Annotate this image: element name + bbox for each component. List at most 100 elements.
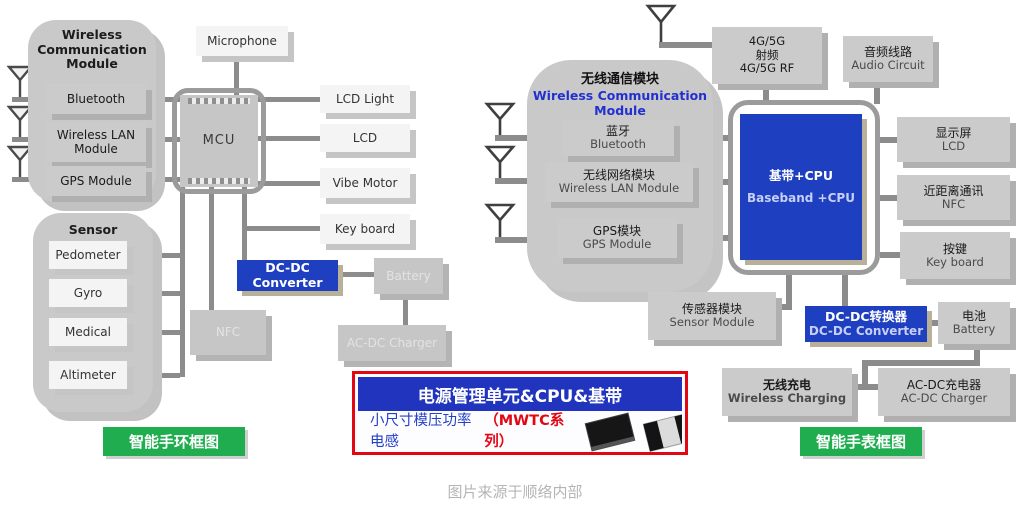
lcd-label: LCD (352, 130, 378, 145)
mcu-chip-frame (172, 88, 266, 194)
antenna-icon (6, 105, 34, 138)
connector-line (927, 320, 940, 326)
watch-dcdc-box: DC-DC转换器 DC-DC Converter (805, 306, 927, 342)
inductor-components-image (584, 412, 682, 452)
keyboard-label: Key board (334, 221, 396, 236)
connector-line (874, 82, 880, 104)
connector-line (763, 84, 769, 104)
audio-en: Audio Circuit (851, 58, 925, 73)
watch-battery-en: Battery (952, 322, 996, 337)
watch-lcd-en: LCD (941, 138, 966, 153)
mcu-box: MCU (180, 95, 258, 187)
wireless-lan-box: Wireless LAN Module (46, 122, 146, 162)
connector-line (862, 360, 868, 388)
watch-nfc-zh: 近距离通讯 (923, 183, 984, 198)
antenna-icon (645, 4, 677, 44)
connector-line (338, 272, 374, 277)
antenna-icon (484, 102, 516, 138)
wireless-charging-en: Wireless Charging (727, 391, 847, 406)
connector-line (148, 97, 180, 102)
lcd-light-label: LCD Light (335, 91, 395, 106)
connector-line (209, 187, 214, 310)
connector-line (234, 56, 239, 96)
promo-body: 小尺寸模压功率电感 （MWTC系列） (358, 411, 682, 452)
promo-header: 电源管理单元&CPU&基带 (358, 377, 682, 411)
watch-keyboard-box: 按键 Key board (900, 232, 1010, 279)
watch-nfc-en: NFC (941, 196, 966, 211)
dcdc-converter-label: DC-DC Converter (252, 259, 323, 290)
vibe-motor-label: Vibe Motor (332, 175, 398, 190)
connector-line (148, 177, 180, 182)
pedometer-box: Pedometer (49, 241, 127, 269)
watch-gps-zh: GPS模块 (592, 224, 642, 239)
watch-dcdc-zh: DC-DC转换器 (824, 308, 908, 324)
watch-lcd-zh: 显示屏 (935, 125, 972, 140)
connector-line (880, 195, 897, 201)
rf-4g5g-label: 4G/5G 射频 4G/5G RF (739, 34, 795, 76)
watch-keyboard-en: Key board (926, 254, 984, 269)
watch-lcd-box: 显示屏 LCD (897, 117, 1010, 162)
watch-sensor-box: 传感器模块 Sensor Module (648, 292, 776, 340)
watch-acdc-zh: AC-DC充电器 (906, 378, 982, 393)
connector-line (258, 181, 320, 186)
watch-wireless-module-title-zh: 无线通信模块 (580, 72, 659, 88)
watch-keyboard-zh: 按键 (942, 241, 967, 256)
sensor-module-title: Sensor (68, 221, 118, 237)
baseband-chip-frame (728, 100, 880, 275)
watch-bluetooth-box: 蓝牙 Bluetooth (562, 120, 674, 156)
watch-bluetooth-zh: 蓝牙 (605, 124, 630, 139)
microphone-box: Microphone (196, 26, 288, 56)
watch-bluetooth-en: Bluetooth (590, 137, 646, 152)
mcu-label: MCU (202, 133, 236, 149)
bracelet-frame-label: 智能手环框图 (103, 427, 245, 456)
watch-battery-zh: 电池 (961, 309, 986, 324)
watch-wlan-box: 无线网络模块 Wireless LAN Module (545, 162, 693, 202)
bluetooth-box: Bluetooth (46, 84, 146, 114)
gyro-box: Gyro (49, 279, 127, 307)
connector-line (258, 97, 320, 102)
audio-zh: 音频线路 (863, 45, 912, 60)
watch-sensor-en: Sensor Module (669, 315, 755, 330)
keyboard-box: Key board (320, 214, 410, 244)
connector-line (852, 384, 878, 390)
watch-acdc-box: AC-DC充电器 AC-DC Charger (878, 368, 1010, 416)
battery-label: Battery (386, 268, 431, 283)
connector-line (403, 294, 408, 325)
battery-box: Battery (374, 258, 443, 294)
image-source-caption-text: 图片来源于顺络内部 (447, 483, 583, 501)
bracelet-sensor-module: Sensor Pedometer Gyro Medical Altimeter (33, 213, 153, 412)
watch-wireless-module: 无线通信模块 Wireless Communication Module 蓝牙 … (527, 60, 713, 292)
chip-pins (188, 98, 250, 104)
vibe-motor-box: Vibe Motor (320, 168, 410, 198)
bracelet-frame-label-text: 智能手环框图 (128, 433, 219, 451)
promo-body-main: 小尺寸模压功率电感 (370, 413, 472, 450)
nfc-label: NFC (215, 325, 241, 340)
baseband-en: Baseband +CPU (747, 191, 855, 206)
connector-line (148, 137, 180, 142)
image-source-caption: 图片来源于顺络内部 (345, 481, 685, 501)
altimeter-box: Altimeter (49, 361, 127, 389)
watch-wlan-en: Wireless LAN Module (558, 181, 680, 196)
connector-line (880, 137, 897, 143)
promo-header-text: 电源管理单元&CPU&基带 (417, 386, 623, 407)
medical-box: Medical (49, 318, 127, 346)
connector-line (242, 187, 247, 260)
lcd-box: LCD (320, 124, 410, 152)
bracelet-wireless-module: Wireless Communication Module Bluetooth … (28, 20, 156, 202)
dcdc-converter-box: DC-DC Converter (237, 260, 338, 291)
promo-body-series: （MWTC系列） (484, 413, 565, 450)
connector-line (659, 42, 712, 48)
microphone-label: Microphone (207, 33, 277, 48)
connector-line (242, 226, 320, 231)
promo-box: 电源管理单元&CPU&基带 小尺寸模压功率电感 （MWTC系列） (352, 371, 688, 455)
nfc-box: NFC (190, 310, 266, 355)
antenna-icon (6, 145, 34, 178)
connector-line (180, 187, 185, 377)
watch-nfc-box: 近距离通讯 NFC (897, 175, 1010, 220)
wireless-charging-box: 无线充电 Wireless Charging (722, 368, 852, 416)
connector-line (842, 275, 848, 306)
watch-gps-en: GPS Module (582, 237, 652, 252)
connector-line (862, 360, 980, 366)
connector-line (974, 344, 980, 364)
lcd-light-box: LCD Light (320, 85, 410, 113)
